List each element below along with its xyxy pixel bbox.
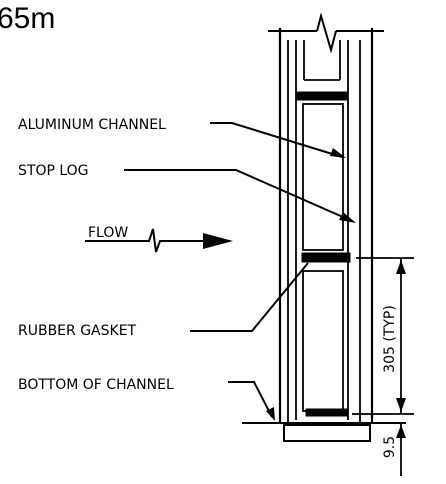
upper-gasket: [295, 91, 349, 101]
bottom-of-channel-callout: BOTTOM OF CHANNEL: [18, 377, 275, 421]
stop-log-callout: STOP LOG: [18, 163, 356, 223]
dimension-lower: [396, 423, 406, 476]
dim-lower-text: 9.5: [382, 436, 398, 458]
flow-indicator: FLOW: [85, 225, 233, 253]
bottom-gasket: [305, 408, 349, 417]
flow-arrow-shaft: [85, 228, 203, 253]
upper-log-body: [302, 103, 344, 251]
bottom-of-channel-leader: [228, 381, 273, 418]
lower-log-body: [302, 270, 344, 412]
aluminum-channel-label: ALUMINUM CHANNEL: [18, 117, 166, 133]
break-line: [268, 12, 384, 54]
aluminum-channel-arrowhead: [330, 148, 346, 158]
bottom-of-channel-label: BOTTOM OF CHANNEL: [18, 377, 174, 393]
bottom-of-channel-arrowhead: [266, 407, 275, 421]
dim-upper-text: 305 (TYP): [382, 305, 398, 373]
dim-upper-arrow-top: [396, 260, 406, 274]
flow-label: FLOW: [88, 225, 128, 241]
channel-base-block: [283, 424, 371, 442]
flow-arrowhead: [203, 233, 233, 249]
rubber-gasket-label: RUBBER GASKET: [18, 323, 137, 339]
rubber-gasket-leader: [190, 262, 309, 332]
stop-log-arrowhead: [339, 212, 356, 223]
rubber-gasket-strip: [301, 252, 351, 263]
channel-walls: [278, 28, 374, 423]
stop-log-lower: [301, 252, 351, 417]
corner-text: 65m: [0, 2, 55, 35]
dimension-upper: [352, 257, 414, 415]
aluminum-channel-callout: ALUMINUM CHANNEL: [18, 117, 346, 158]
stop-log-upper: [295, 91, 349, 251]
dim-upper-arrow-bottom: [396, 398, 406, 412]
rubber-gasket-callout: RUBBER GASKET: [18, 262, 309, 339]
dim-lower-arrow: [396, 425, 406, 438]
aluminum-channel-leader: [210, 122, 343, 158]
stop-log-leader: [124, 169, 353, 222]
stop-log-label: STOP LOG: [18, 163, 89, 179]
